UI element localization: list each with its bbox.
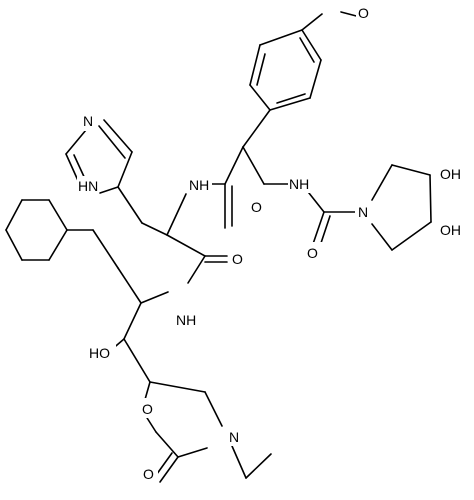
oxazolidinone-carbonyl-oxygen-label: O <box>143 466 154 482</box>
label-backdrops <box>77 4 468 483</box>
urea-nh-label: NH <box>289 176 309 192</box>
urea-oxygen-label: O <box>307 245 318 261</box>
bond-lines <box>5 11 432 483</box>
methoxy-oxygen-label: O <box>358 5 369 21</box>
imidazole-h-label: H <box>78 178 88 194</box>
oxazolidinone-nitrogen-label: N <box>229 429 239 445</box>
imidazole-n1-label: N <box>88 178 98 194</box>
pyrrolidine-nitrogen-label: N <box>358 204 368 220</box>
imidazole-n3-label: N <box>83 113 93 129</box>
amide2-nh-label: NH <box>176 312 196 328</box>
atom-labels: O NH N HN NH O N O OH OH NH O HO O N O <box>78 5 461 482</box>
oxazolidinone-ring-oxygen-label: O <box>142 401 153 417</box>
amide1-oxygen-label: O <box>251 199 262 215</box>
imidazole-hn-label: HN <box>78 178 98 194</box>
hydroxyl-upper-label: OH <box>440 166 461 182</box>
amide1-nh-label: NH <box>189 177 209 193</box>
hydroxyl-lower-label: OH <box>440 222 461 238</box>
amide2-oxygen-label: O <box>232 251 243 267</box>
secondary-hydroxyl-label: HO <box>89 345 110 361</box>
